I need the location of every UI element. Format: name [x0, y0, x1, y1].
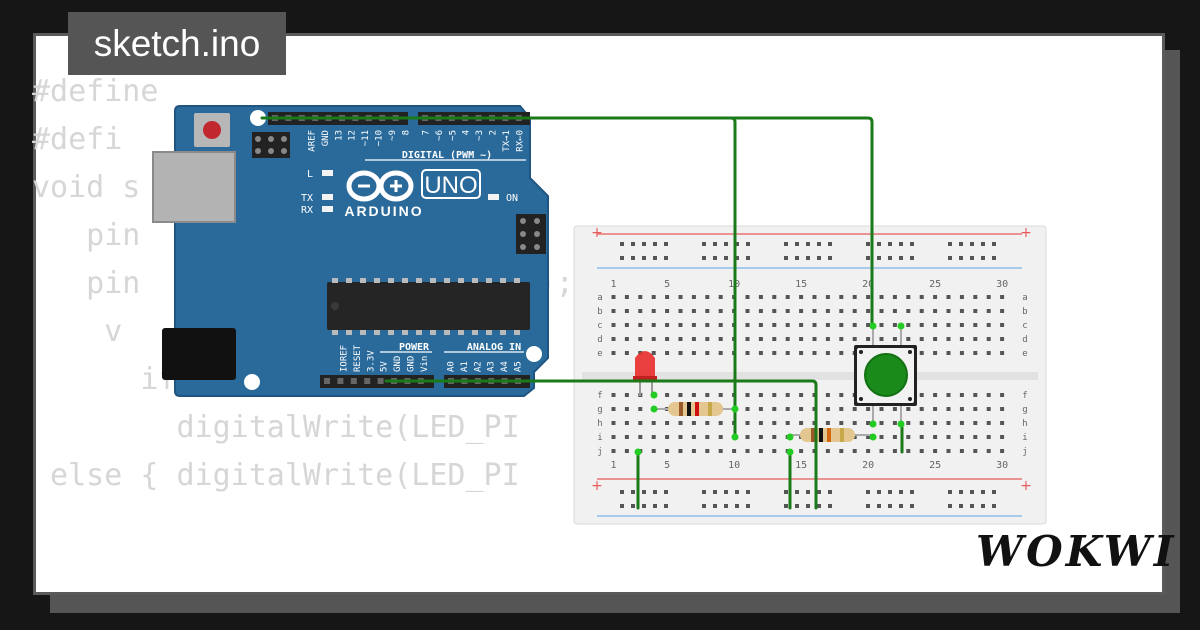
row-letter: d: [597, 335, 602, 345]
digital-pin-label: ~5: [448, 130, 458, 141]
analog-pin-label: A3: [487, 361, 497, 372]
power-pin-label: Vin: [420, 356, 430, 372]
digital-pin-label: RX←0: [515, 130, 525, 152]
row-letter: b: [1022, 307, 1027, 317]
row-letter: e: [597, 349, 602, 359]
pushbutton[interactable]: [854, 326, 917, 424]
row-letter: e: [1022, 349, 1027, 359]
row-letter: f: [597, 391, 602, 401]
resistor-button[interactable]: [790, 428, 874, 442]
code-line: #defi: [32, 122, 123, 157]
brand-label: ARDUINO: [344, 203, 423, 219]
row-letter: j: [1022, 447, 1027, 457]
filename-label: sketch.ino: [68, 12, 286, 75]
row-letter: a: [597, 293, 602, 303]
column-number: 15: [795, 279, 807, 290]
digital-pin-label: ~3: [475, 130, 485, 141]
analog-pin-label: A1: [460, 361, 470, 372]
usb-port: [152, 151, 236, 223]
digital-pin-label: 12: [348, 130, 358, 141]
led-tx-label: TX: [301, 193, 313, 204]
row-letter: g: [1022, 405, 1027, 415]
analog-pin-label: A0: [447, 361, 457, 372]
column-number: 10: [728, 460, 740, 471]
digital-pin-label: ~6: [435, 130, 445, 141]
reset-button[interactable]: [203, 121, 221, 139]
analog-pin-label: A2: [473, 361, 483, 372]
digital-label: DIGITAL (PWM ~): [402, 150, 492, 161]
row-letter: h: [1022, 419, 1027, 429]
power-label: POWER: [399, 342, 430, 353]
power-pin-label: 5V: [380, 361, 390, 372]
wires: [260, 116, 904, 510]
rail-plus-sign: +: [591, 225, 603, 241]
row-letter: a: [1022, 293, 1027, 303]
power-pin-label: 3.3V: [366, 350, 376, 372]
rail-plus-sign: +: [1020, 478, 1032, 494]
microcontroller-chip: [327, 282, 530, 330]
code-line: digitalWrite(LED_PI: [32, 410, 520, 445]
code-line: void s: [32, 170, 141, 205]
row-letter: f: [1022, 391, 1027, 401]
code-line: #define: [32, 74, 159, 109]
row-letter: i: [597, 433, 602, 443]
digital-pin-label: TX→1: [502, 130, 512, 152]
analog-pin-label: A4: [500, 361, 510, 372]
power-pin-label: RESET: [353, 344, 363, 372]
column-number: 20: [862, 279, 874, 290]
on-label: ON: [506, 193, 518, 204]
active-connection-points: [634, 322, 905, 456]
row-letter: g: [597, 405, 602, 415]
analog-pin-label: A5: [514, 361, 524, 372]
power-pin-label: IOREF: [340, 345, 350, 372]
rail-plus-sign: +: [591, 478, 603, 494]
arduino-logo: [346, 170, 414, 202]
column-number: 15: [795, 460, 807, 471]
column-number: 5: [664, 279, 670, 290]
digital-pin-label: 13: [334, 130, 344, 141]
row-letter: c: [1022, 321, 1027, 331]
column-number: 30: [996, 279, 1008, 290]
digital-pin-label: ~10: [375, 130, 385, 146]
digital-pin-label: 2: [489, 130, 499, 135]
digital-pin-label: 7: [422, 130, 432, 135]
digital-pin-label: ~9: [388, 130, 398, 141]
column-number: 25: [929, 279, 941, 290]
digital-pin-label: ~11: [361, 130, 371, 146]
column-number: 20: [862, 460, 874, 471]
digital-pin-label: 4: [462, 130, 472, 135]
code-line: v: [32, 314, 123, 349]
wokwi-logo: WOKWI: [976, 527, 1177, 576]
column-number: 5: [664, 460, 670, 471]
row-letter: d: [1022, 335, 1027, 345]
column-number: 1: [610, 279, 616, 290]
wire-pin2-button: [390, 116, 874, 328]
led-rx-label: RX: [301, 205, 313, 216]
analog-label: ANALOG IN: [467, 342, 521, 353]
pushbutton-cap[interactable]: [864, 353, 908, 397]
digital-pin-label: AREF: [308, 130, 318, 152]
code-line: else { digitalWrite(LED_PI: [32, 458, 520, 493]
column-number: 30: [996, 460, 1008, 471]
rail-plus-sign: +: [1020, 225, 1032, 241]
column-number: 1: [610, 460, 616, 471]
resistor-led[interactable]: [655, 402, 734, 416]
model-label: UNO: [424, 172, 477, 199]
wire-5v-rail: [384, 379, 818, 510]
led-l-label: L: [307, 169, 313, 180]
row-letter: h: [597, 419, 602, 429]
row-letter: b: [597, 307, 602, 317]
digital-pin-label: GND: [321, 130, 331, 146]
row-letter: i: [1022, 433, 1027, 443]
digital-pin-label: 8: [401, 130, 411, 135]
row-letter: j: [597, 447, 602, 457]
column-number: 25: [929, 460, 941, 471]
power-pin-label: GND: [393, 356, 403, 372]
row-letter: c: [597, 321, 602, 331]
power-pin-label: GND: [407, 356, 417, 372]
power-jack: [162, 328, 236, 380]
